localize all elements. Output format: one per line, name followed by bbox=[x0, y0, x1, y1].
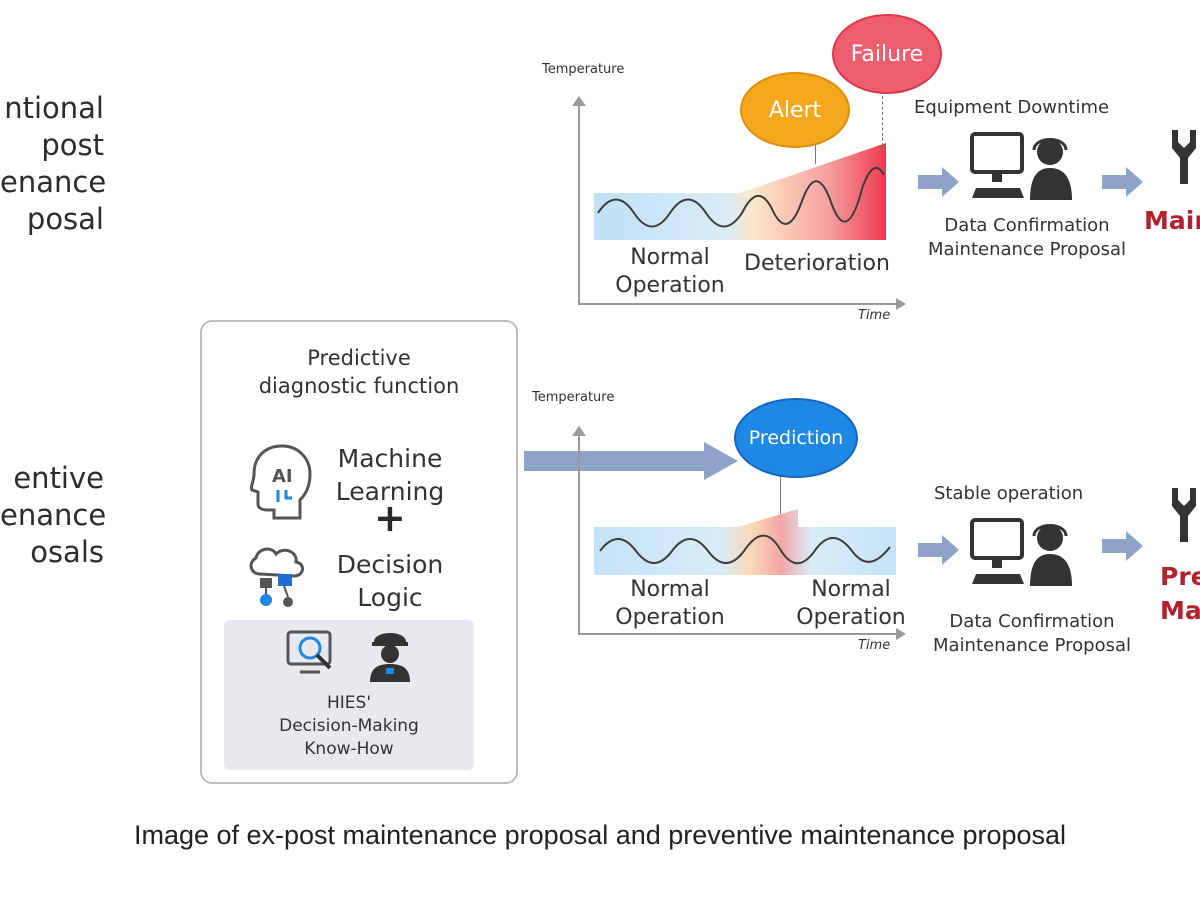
bottom-x-axis-label: Time bbox=[858, 638, 891, 653]
bottom-x-axis-arrow bbox=[896, 628, 906, 640]
bottom-signal-chart bbox=[594, 509, 896, 575]
failure-bubble: Failure bbox=[832, 14, 942, 94]
bottom-signal-wave bbox=[599, 534, 891, 565]
machine-learning-label: Machine Learning bbox=[335, 444, 445, 506]
bottom-status-label: Stable operation bbox=[934, 483, 1084, 504]
conventional-label: ntional post enance posal bbox=[0, 91, 107, 236]
bottom-action-label: Data Confirmation Maintenance Proposal bbox=[932, 611, 1132, 656]
top-result-label: Main bbox=[1144, 206, 1200, 235]
top-y-axis bbox=[578, 104, 580, 304]
top-y-axis-label: Temperature bbox=[542, 62, 625, 77]
prediction-bubble: Prediction bbox=[734, 398, 858, 478]
bottom-arrow-2 bbox=[1102, 531, 1143, 561]
preventive-label: entive enance osals bbox=[0, 461, 107, 569]
prediction-pointer-line bbox=[780, 476, 781, 514]
bottom-y-axis-arrow bbox=[572, 426, 586, 436]
plus-sign: + bbox=[374, 496, 406, 540]
predictive-flow-arrow bbox=[524, 442, 738, 480]
hies-know-how-panel: HIES' Decision-Making Know-How bbox=[224, 620, 474, 770]
bottom-operator-icon bbox=[970, 518, 1072, 586]
figure-caption: Image of ex-post maintenance proposal an… bbox=[133, 820, 1067, 850]
top-arrow-1 bbox=[918, 167, 959, 197]
top-x-axis bbox=[578, 303, 898, 305]
top-signal-chart bbox=[594, 143, 886, 240]
bottom-y-axis-label: Temperature bbox=[532, 390, 615, 405]
top-phase-deterioration: Deterioration bbox=[744, 251, 890, 276]
hies-know-how-label: HIES' Decision-Making Know-How bbox=[279, 693, 419, 759]
predictive-box-title: Predictive diagnostic function bbox=[258, 346, 460, 398]
decision-logic-label: Decision Logic bbox=[336, 550, 444, 612]
top-operator-icon bbox=[970, 132, 1072, 200]
bottom-result-label: Pre Main bbox=[1160, 562, 1200, 625]
top-signal-wave bbox=[597, 166, 885, 228]
alert-pointer-line bbox=[815, 140, 816, 164]
top-arrow-2 bbox=[1102, 167, 1143, 197]
bottom-y-axis bbox=[578, 434, 580, 634]
top-action-label: Data Confirmation Maintenance Proposal bbox=[927, 215, 1127, 260]
ai-icon-text: AI bbox=[272, 466, 293, 487]
bottom-phase-normal-1: Normal Operation bbox=[615, 577, 725, 630]
ai-head-icon: AI bbox=[249, 444, 312, 520]
bottom-arrow-1 bbox=[918, 535, 959, 565]
prediction-label: Prediction bbox=[748, 427, 844, 449]
monitor-analysis-icon bbox=[286, 630, 332, 674]
failure-label: Failure bbox=[850, 41, 924, 67]
failure-pointer-line bbox=[882, 86, 883, 146]
top-gradient-band bbox=[594, 143, 886, 240]
predictive-diagnostic-box: Predictive diagnostic function AI Machin… bbox=[200, 320, 518, 784]
cloud-network-icon bbox=[249, 547, 304, 607]
top-wrench-icon bbox=[1172, 130, 1196, 184]
top-phase-normal: Normal Operation bbox=[615, 245, 725, 298]
top-x-axis-label: Time bbox=[858, 308, 891, 323]
bottom-x-axis bbox=[578, 633, 898, 635]
top-x-axis-arrow bbox=[896, 298, 906, 310]
bottom-gradient-band bbox=[594, 509, 896, 575]
alert-bubble: Alert bbox=[740, 72, 850, 148]
bottom-wrench-icon bbox=[1172, 488, 1196, 542]
expert-engineer-icon bbox=[370, 633, 410, 682]
bottom-phase-normal-2: Normal Operation bbox=[796, 577, 906, 630]
top-status-label: Equipment Downtime bbox=[914, 97, 1110, 118]
alert-label: Alert bbox=[768, 97, 822, 123]
top-y-axis-arrow bbox=[572, 96, 586, 106]
